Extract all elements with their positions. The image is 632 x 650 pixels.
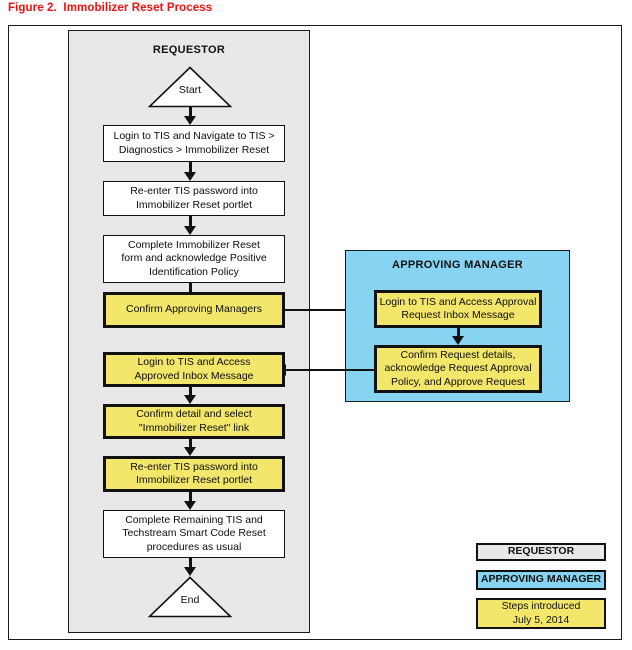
arrowhead-step10-end <box>183 567 196 576</box>
figure-caption: Figure 2. Immobilizer Reset Process <box>8 2 213 14</box>
step-reenter-password-1[interactable]: Re-enter TIS password into Immobilizer R… <box>103 181 285 216</box>
swimlane-approving-manager-title: APPROVING MANAGER <box>392 259 523 271</box>
connector-start-step1 <box>188 107 192 119</box>
step-complete-reset-form[interactable]: Complete Immobilizer Reset form and ackn… <box>103 235 285 283</box>
start-terminator-shape <box>148 66 232 108</box>
arrowhead-step2-step3 <box>183 226 196 235</box>
legend-item-new-steps: Steps introduced July 5, 2014 <box>476 598 606 629</box>
legend-item-requestor: REQUESTOR <box>476 543 606 561</box>
connector-step8-step9 <box>188 439 192 450</box>
connector-step6-step7 <box>203 368 374 371</box>
start-terminator-label: Start <box>178 84 202 96</box>
connector-step3-step4 <box>188 283 192 295</box>
step-login-access-approval-request[interactable]: Login to TIS and Access Approval Request… <box>374 290 542 328</box>
arrowhead-step8-step9 <box>183 447 196 456</box>
step-login-access-approved-inbox[interactable]: Login to TIS and Access Approved Inbox M… <box>103 352 285 387</box>
step-complete-remaining-procedures[interactable]: Complete Remaining TIS and Techstream Sm… <box>103 510 285 558</box>
step-confirm-approving-managers[interactable]: Confirm Approving Managers <box>103 292 285 328</box>
arrowhead-start-step1 <box>183 116 196 125</box>
connector-step9-step10 <box>188 492 192 504</box>
step-login-navigate-tis[interactable]: Login to TIS and Navigate to TIS > Diagn… <box>103 125 285 162</box>
connector-step1-step2 <box>188 162 192 175</box>
end-terminator-label: End <box>180 594 200 606</box>
arrowhead-step5-step6 <box>451 336 464 345</box>
swimlane-requestor-title: REQUESTOR <box>152 44 226 56</box>
connector-step10-end <box>188 558 192 570</box>
arrowhead-step7-step8 <box>183 395 196 404</box>
legend-item-approving-manager: APPROVING MANAGER <box>476 570 606 590</box>
step-confirm-approve-request[interactable]: Confirm Request details, acknowledge Req… <box>374 345 542 393</box>
arrowhead-step9-step10 <box>183 501 196 510</box>
arrowhead-step1-step2 <box>183 172 196 181</box>
connector-step7-step8 <box>188 387 192 398</box>
connector-step4-step5 <box>285 308 373 311</box>
end-terminator-shape <box>148 576 232 618</box>
step-reenter-password-2[interactable]: Re-enter TIS password into Immobilizer R… <box>103 456 285 492</box>
connector-step5-step6 <box>456 328 460 339</box>
step-confirm-detail-select-link[interactable]: Confirm detail and select "Immobilizer R… <box>103 404 285 439</box>
connector-step2-step3 <box>188 216 192 229</box>
